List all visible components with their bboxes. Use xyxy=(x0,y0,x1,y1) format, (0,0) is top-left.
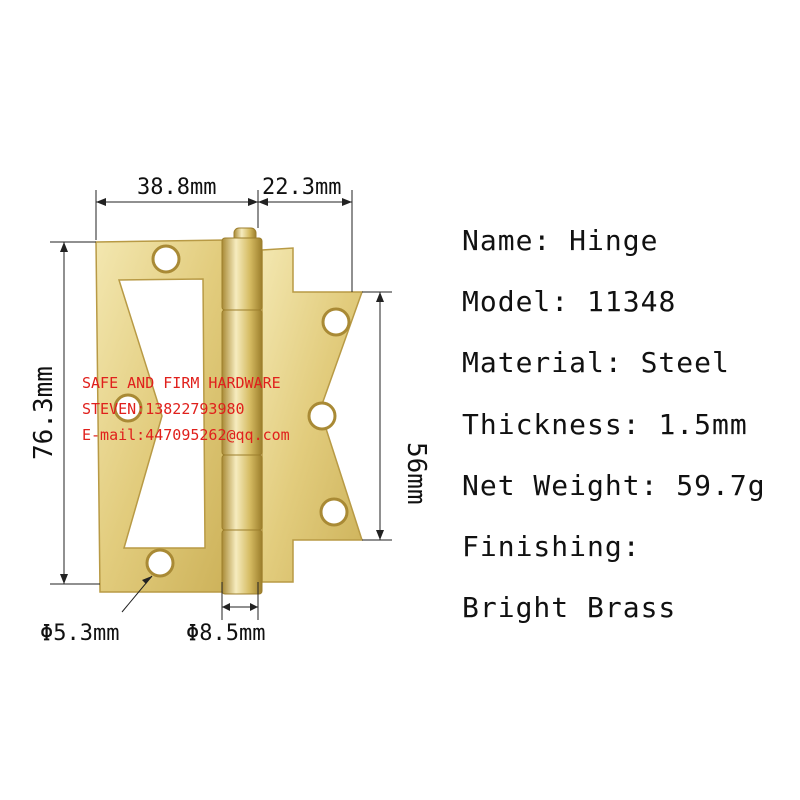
watermark-email: E-mail:447095262@qq.com xyxy=(82,426,290,444)
spec-material: Material: Steel xyxy=(462,346,730,379)
spec-name-value: Hinge xyxy=(569,224,659,257)
hinge-hole xyxy=(151,244,181,274)
watermark-company: SAFE AND FIRM HARDWARE xyxy=(82,374,281,392)
dim-label-height-right: 56mm xyxy=(401,442,431,505)
spec-finishing: Finishing: xyxy=(462,530,641,563)
spec-model-value: 11348 xyxy=(587,285,677,318)
spec-finishing-value: Bright Brass xyxy=(462,591,676,624)
spec-net-weight-label: Net Weight: xyxy=(462,469,659,502)
spec-net-weight: Net Weight: 59.7g xyxy=(462,469,766,502)
spec-thickness-label: Thickness: xyxy=(462,408,641,441)
hinge-knuckle xyxy=(221,529,263,595)
hinge-hole xyxy=(321,307,351,337)
spec-thickness: Thickness: 1.5mm xyxy=(462,408,748,441)
spec-material-value: Steel xyxy=(640,346,730,379)
spec-net-weight-value: 59.7g xyxy=(676,469,766,502)
hinge-knuckle xyxy=(221,237,263,311)
spec-material-label: Material: xyxy=(462,346,623,379)
spec-thickness-value: 1.5mm xyxy=(658,408,748,441)
dim-label-width-right: 22.3mm xyxy=(262,175,341,200)
spec-finishing-value-text: Bright Brass xyxy=(462,591,677,624)
dim-label-hole-diameter: Φ5.3mm xyxy=(40,621,119,646)
dim-label-knuckle-diameter: Φ8.5mm xyxy=(186,621,265,646)
spec-name-label: Name: xyxy=(462,224,552,257)
spec-model: Model: 11348 xyxy=(462,285,676,318)
dim-label-height-total: 76.3mm xyxy=(29,366,59,460)
spec-finishing-label: Finishing: xyxy=(462,530,641,563)
hinge-hole xyxy=(145,548,175,578)
hinge-hole xyxy=(319,497,349,527)
spec-model-label: Model: xyxy=(462,285,570,318)
hinge-knuckle xyxy=(221,454,263,531)
watermark-phone: STEVEN:13822793980 xyxy=(82,400,245,418)
hinge-hole xyxy=(307,401,337,431)
spec-name: Name: Hinge xyxy=(462,224,658,257)
dim-label-width-left: 38.8mm xyxy=(137,175,216,200)
hinge-hole xyxy=(113,393,143,423)
